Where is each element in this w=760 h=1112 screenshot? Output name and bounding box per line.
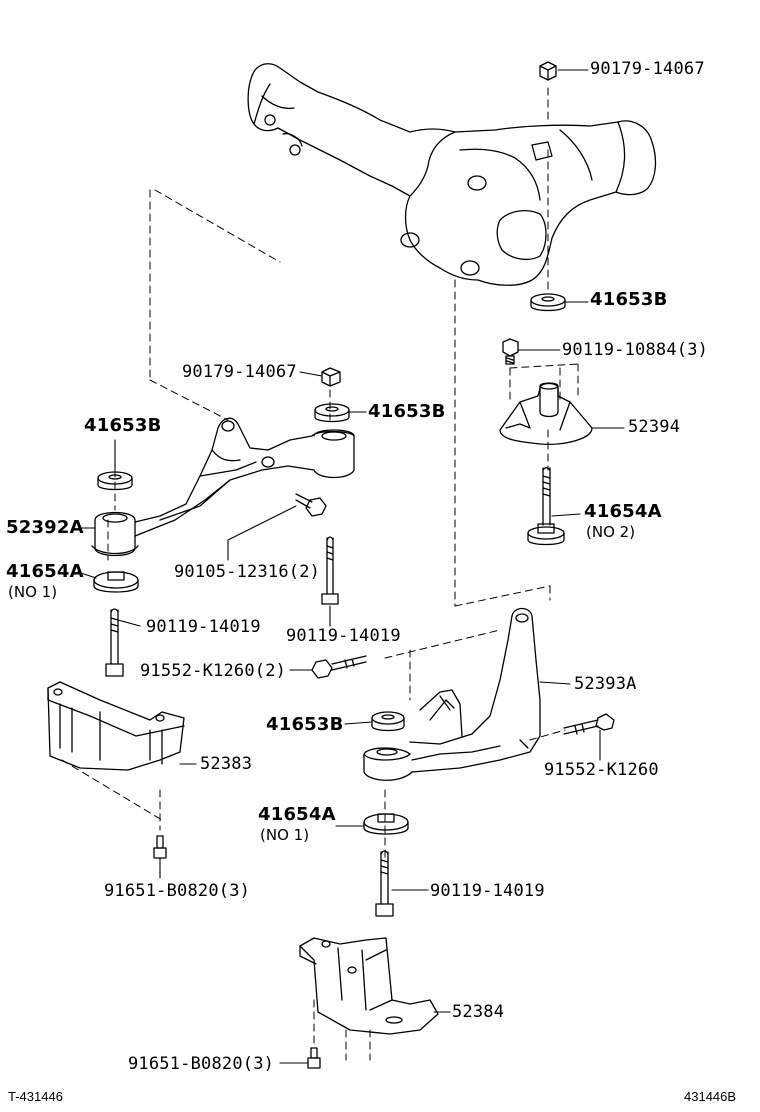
label-91651-b0820-left: 91651-B0820(3) bbox=[104, 881, 251, 901]
label-52383: 52383 bbox=[200, 754, 253, 774]
bracket-52394 bbox=[499, 382, 593, 446]
arm-52393a bbox=[363, 607, 541, 781]
bolt-k1260-left bbox=[311, 655, 367, 679]
bolt-long-mid bbox=[321, 536, 339, 605]
label-90179-14067-top: 90179-14067 bbox=[590, 59, 705, 79]
label-41653b-left-top: 41653B bbox=[368, 401, 446, 422]
label-90119-14019-mid: 90119-14019 bbox=[286, 626, 401, 646]
label-52394: 52394 bbox=[628, 417, 681, 437]
arm-52392a bbox=[91, 417, 355, 557]
cushion-b-mid bbox=[371, 711, 405, 732]
label-90105-12316: 90105-12316(2) bbox=[174, 562, 321, 582]
screw-bottom bbox=[307, 1047, 321, 1069]
plate-52384 bbox=[299, 937, 439, 1035]
cushion-a-left bbox=[93, 571, 139, 593]
label-41653b-left: 41653B bbox=[84, 415, 162, 436]
bolt-k1260-right bbox=[563, 713, 615, 735]
label-91552-k1260-right: 91552-K1260 bbox=[544, 760, 659, 780]
label-90179-14067-left: 90179-14067 bbox=[182, 362, 297, 382]
screw-left bbox=[153, 835, 167, 859]
nut-left bbox=[321, 367, 341, 387]
note-no1-mid: (NO 1) bbox=[260, 826, 310, 844]
footer-left-code: T-431446 bbox=[8, 1089, 63, 1104]
differential-housing bbox=[247, 63, 657, 286]
guide-lines bbox=[61, 87, 579, 1061]
cushion-b-right bbox=[530, 293, 566, 312]
label-90119-10884: 90119-10884(3) bbox=[562, 340, 709, 360]
note-no2-right: (NO 2) bbox=[586, 523, 636, 541]
bolt-long-bottom bbox=[375, 850, 394, 917]
cushion-a-mid bbox=[363, 813, 409, 835]
label-90119-14019-bottom: 90119-14019 bbox=[430, 881, 545, 901]
cushion-b-left-top bbox=[314, 403, 350, 423]
leader-lines bbox=[77, 69, 625, 1064]
nut-top bbox=[539, 61, 557, 81]
label-41654a-right: 41654A bbox=[584, 501, 662, 522]
label-41654a-left: 41654A bbox=[6, 561, 84, 582]
label-52384: 52384 bbox=[452, 1002, 505, 1022]
cushion-b-left bbox=[97, 471, 133, 491]
label-41653b-right: 41653B bbox=[590, 289, 668, 310]
label-52392a: 52392A bbox=[6, 517, 84, 538]
bolt-right-small bbox=[502, 338, 519, 365]
bolt-90105 bbox=[295, 493, 327, 517]
note-no1-left: (NO 1) bbox=[8, 583, 58, 601]
label-41653b-mid: 41653B bbox=[266, 714, 344, 735]
label-91552-k1260-left: 91552-K1260(2) bbox=[140, 661, 287, 681]
label-91651-b0820-bottom: 91651-B0820(3) bbox=[128, 1054, 275, 1074]
label-41654a-mid: 41654A bbox=[258, 804, 336, 825]
label-90119-14019-left: 90119-14019 bbox=[146, 617, 261, 637]
bolt-long-left bbox=[105, 608, 124, 677]
label-52393a: 52393A bbox=[574, 674, 637, 694]
plate-52383 bbox=[47, 681, 185, 771]
footer-right-code: 431446B bbox=[684, 1089, 737, 1104]
bolt-41654a-right bbox=[527, 467, 565, 546]
